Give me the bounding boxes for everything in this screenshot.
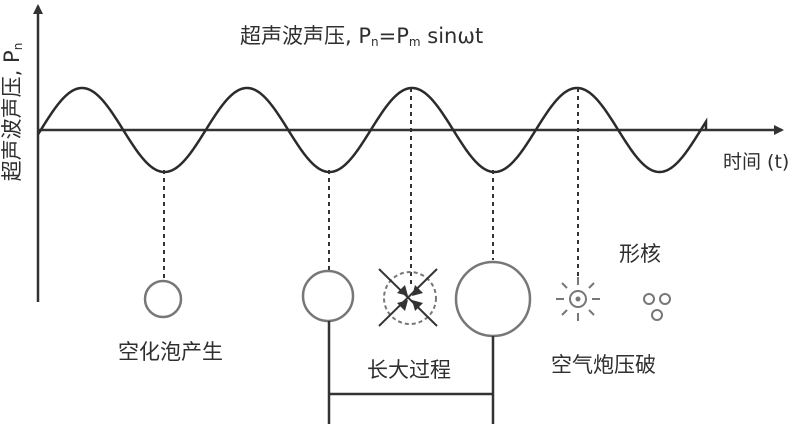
guide-lines: [163, 88, 579, 288]
growth-bracket: [327, 321, 495, 424]
pressure-equation: 超声波声压, Pn=Pm sinωt: [240, 24, 484, 49]
bubble-small: [143, 279, 183, 319]
label-cavitation: 空化泡产生: [118, 340, 223, 364]
bubble-large: [454, 260, 532, 338]
label-growth: 长大过程: [367, 358, 451, 382]
nuclei: [643, 293, 671, 321]
label-nucleation: 形核: [619, 242, 661, 266]
bubble-compressed: [378, 268, 438, 327]
y-axis-label: 超声波声压, Pn: [0, 42, 25, 182]
pressure-wave: [36, 86, 708, 174]
bubble-burst: [556, 277, 600, 321]
bubble-medium: [301, 269, 355, 323]
x-axis-label: 时间 (t): [723, 151, 790, 173]
label-collapse: 空气炮压破: [551, 353, 656, 377]
